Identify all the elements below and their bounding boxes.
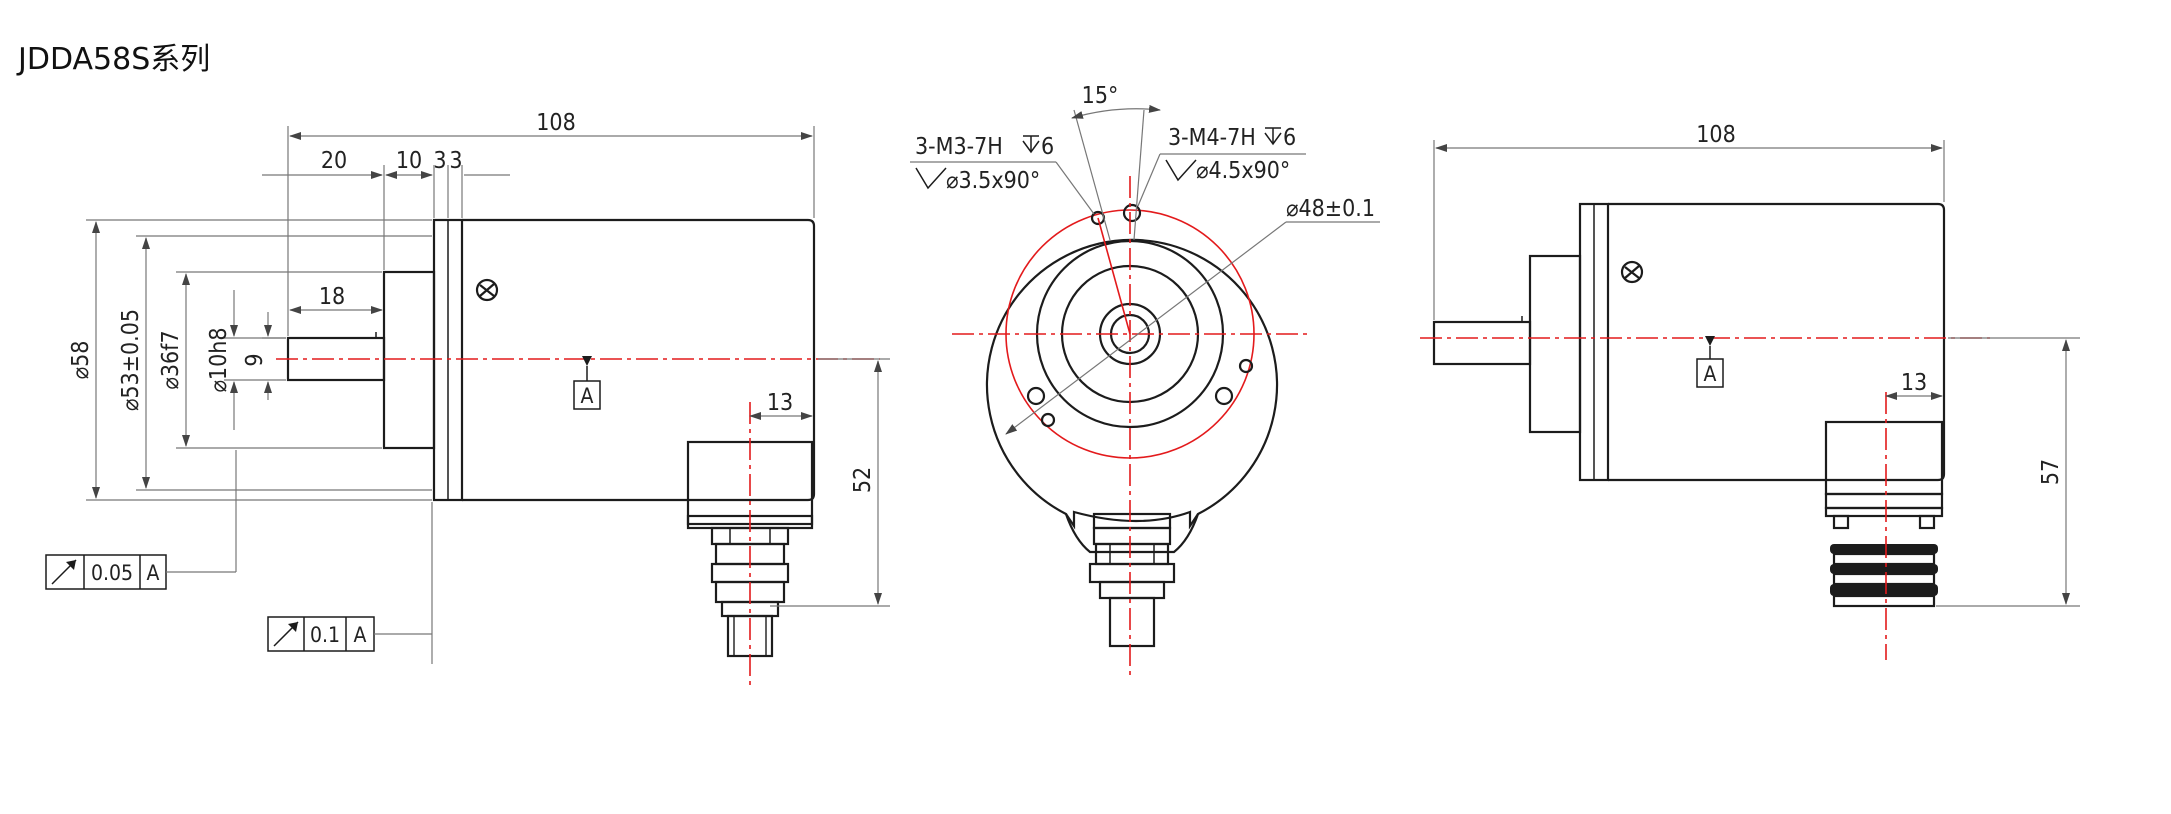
encoder-body-right xyxy=(1608,202,1946,482)
datum-a-left: A xyxy=(573,356,601,410)
hole-depth-m4: 6 xyxy=(1283,125,1296,151)
centering-spigot xyxy=(382,270,436,450)
front-connector xyxy=(1088,512,1176,648)
runout-tolerance-frame: 0.05 A xyxy=(45,450,237,590)
datum-a-right: A xyxy=(1696,336,1724,388)
svg-text:0.1: 0.1 xyxy=(310,623,340,647)
svg-text:A: A xyxy=(147,561,160,585)
dim-connector-offset-right: 13 xyxy=(1901,370,1927,396)
drawing-title: JDDA58S系列 xyxy=(18,42,211,77)
depth-icon-2 xyxy=(1264,127,1282,146)
countersink-icon-2 xyxy=(1165,159,1197,182)
svg-text:A: A xyxy=(581,384,594,408)
dim-pitch-circle: ⌀48±0.1 xyxy=(1286,196,1375,222)
screw-icon-right xyxy=(1620,260,1644,284)
dim-diameter-58: ⌀58 xyxy=(68,341,94,380)
dim-shaft-length: 18 xyxy=(319,284,345,310)
m12-connector xyxy=(1824,420,1944,608)
hole-csk-m4: ⌀4.5x90° xyxy=(1196,158,1290,184)
dim-connector-height-57: 57 xyxy=(2038,459,2064,485)
depth-icon xyxy=(1022,135,1040,154)
housing-outline xyxy=(985,238,1279,530)
screw-icon xyxy=(475,278,499,302)
dim-diameter-36: ⌀36f7 xyxy=(158,330,184,389)
dim-flat-9: 9 xyxy=(242,353,268,366)
hole-depth-m3: 6 xyxy=(1041,134,1054,160)
front-view: 15° 3-M3-7H 6 ⌀3.5x90° 3-M4-7H 6 ⌀4.5x90… xyxy=(910,83,1380,680)
dim-diameter-10: ⌀10h8 xyxy=(206,327,232,392)
centering-spigot-right xyxy=(1528,254,1582,434)
side-view-left: A 108 20 10 3 3 18 ⌀58 ⌀53±0.05 ⌀ xyxy=(45,110,890,690)
hole-csk-m3: ⌀3.5x90° xyxy=(946,168,1040,194)
dim-overall-length-right: 108 xyxy=(1696,122,1736,148)
countersink-icon xyxy=(915,167,947,190)
hole-spec-m4: 3-M4-7H xyxy=(1168,125,1256,151)
dim-overall-length: 108 xyxy=(536,110,576,136)
dim-diameter-53: ⌀53±0.05 xyxy=(118,309,144,411)
svg-text:0.05: 0.05 xyxy=(91,561,133,585)
dim-flange-3b: 3 xyxy=(449,148,462,174)
encoder-body xyxy=(462,218,816,502)
dim-flange-10: 10 xyxy=(396,148,422,174)
svg-text:A: A xyxy=(1704,362,1717,386)
dim-flange-3a: 3 xyxy=(433,148,446,174)
face-runout-tolerance-frame: 0.1 A xyxy=(267,502,433,664)
dim-angle-15: 15° xyxy=(1082,83,1119,109)
shaft-right xyxy=(1432,320,1532,366)
hole-spec-m3: 3-M3-7H xyxy=(915,134,1003,160)
mounting-holes xyxy=(1026,203,1254,428)
svg-text:A: A xyxy=(354,623,367,647)
dim-connector-offset-left: 13 xyxy=(767,390,793,416)
dim-flange-20: 20 xyxy=(321,148,347,174)
dim-connector-height-52: 52 xyxy=(850,467,876,493)
side-view-right: A 108 13 57 xyxy=(1420,122,2080,660)
